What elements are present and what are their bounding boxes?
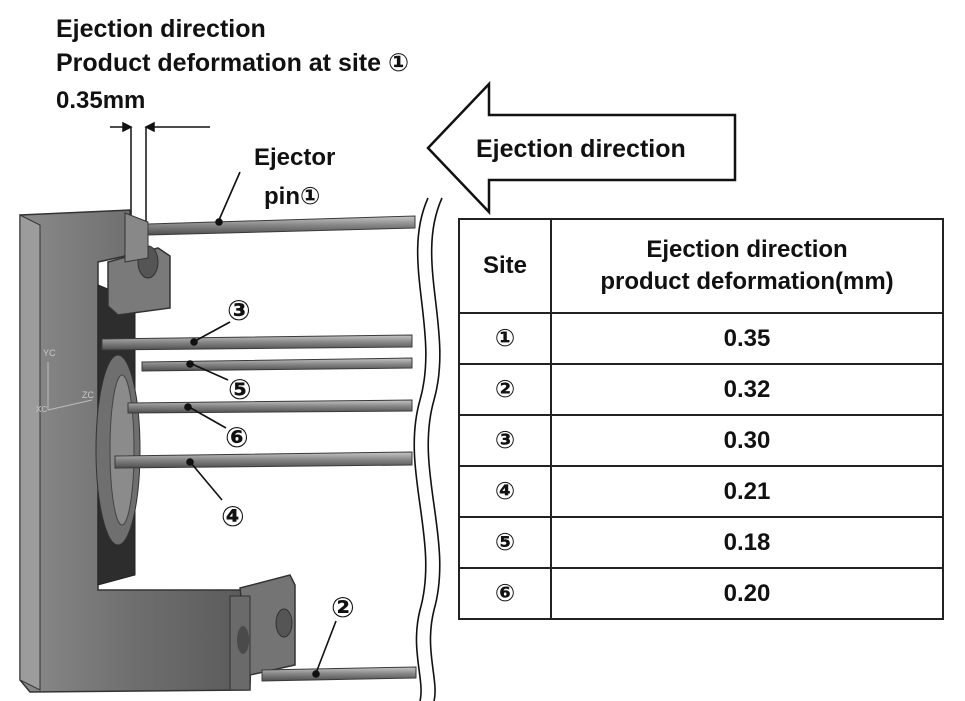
ejector-pin-5 — [141, 357, 413, 372]
break-lines — [413, 197, 443, 701]
ejection-direction-arrow: Ejection direction — [426, 80, 737, 216]
site-cell: ⑥ — [458, 567, 552, 620]
label-ejector-pin: Ejector — [254, 144, 335, 171]
table-row: ② 0.32 — [458, 363, 944, 416]
leader-lines — [184, 171, 337, 678]
axis-label-zc: ZC — [82, 390, 94, 400]
arrow-label: Ejection direction — [476, 135, 686, 163]
ejector-pins — [101, 215, 417, 682]
site-cell: ⑤ — [458, 516, 552, 569]
value-cell: 0.35 — [550, 312, 944, 365]
label-site-5: ⑤ — [228, 374, 252, 405]
value-cell: 0.21 — [550, 465, 944, 518]
ejector-pin-1 — [147, 215, 416, 236]
table-header-row: Site Ejection direction product deformat… — [458, 218, 944, 314]
table-row: ④ 0.21 — [458, 465, 944, 518]
axis-label-yc: YC — [43, 348, 56, 358]
table-row: ③ 0.30 — [458, 414, 944, 467]
ejector-pin-6 — [127, 399, 413, 414]
ejector-pin-3 — [101, 334, 413, 351]
column-header-site: Site — [458, 218, 552, 314]
caption-deformation-value: 0.35mm — [56, 87, 146, 114]
site-cell: ④ — [458, 465, 552, 518]
site-cell: ① — [458, 312, 552, 365]
molded-part: YC ZC XC — [19, 209, 296, 693]
label-site-3: ③ — [227, 295, 251, 326]
site-cell: ② — [458, 363, 552, 416]
table-row: ⑥ 0.20 — [458, 567, 944, 620]
ejector-pin-4 — [114, 451, 413, 469]
caption-product-deformation: Product deformation at site ① — [56, 49, 410, 77]
label-site-2: ② — [331, 592, 355, 623]
ejector-pin-2 — [261, 666, 417, 682]
axis-label-xc: XC — [36, 405, 47, 414]
site-cell: ③ — [458, 414, 552, 467]
label-site-4: ④ — [221, 501, 245, 532]
deformation-table: Site Ejection direction product deformat… — [458, 218, 944, 620]
column-header-line1: Ejection direction — [646, 236, 848, 263]
dimension-marker — [110, 121, 210, 222]
table-row: ⑤ 0.18 — [458, 516, 944, 569]
table-row: ① 0.35 — [458, 312, 944, 365]
column-header-deformation: Ejection direction product deformation(m… — [550, 218, 944, 314]
value-cell: 0.32 — [550, 363, 944, 416]
value-cell: 0.30 — [550, 414, 944, 467]
value-cell: 0.20 — [550, 567, 944, 620]
column-header-line2: product deformation(mm) — [600, 268, 894, 295]
value-cell: 0.18 — [550, 516, 944, 569]
caption-ejection-direction: Ejection direction — [56, 15, 266, 43]
label-ejector-pin-number: pin① — [264, 183, 320, 210]
label-site-6: ⑥ — [225, 422, 249, 453]
